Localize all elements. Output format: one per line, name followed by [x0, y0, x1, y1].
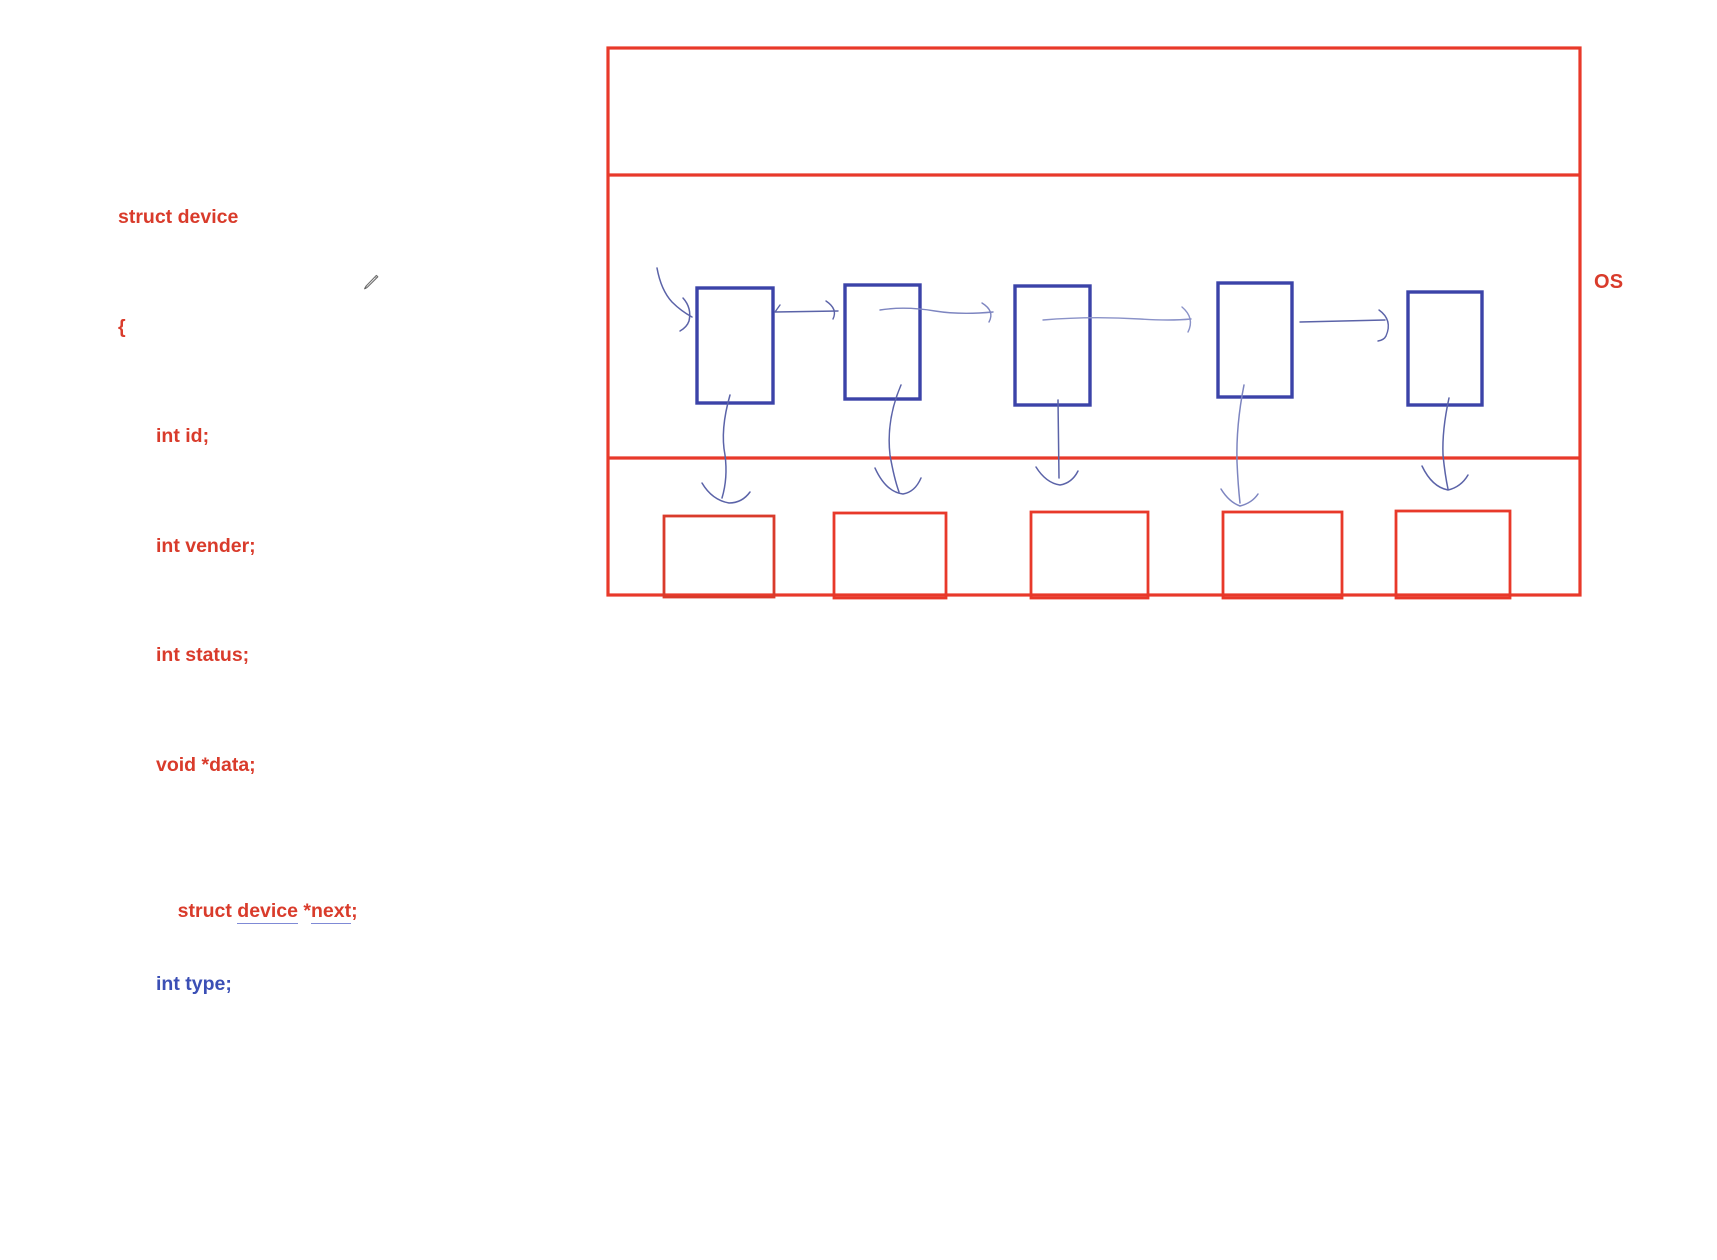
underlined-next: next: [311, 899, 352, 924]
hardware-device-box-3: [1029, 510, 1150, 600]
ptr-star: *: [298, 899, 312, 922]
code-line-void-data: void *data;: [156, 753, 256, 776]
kernel-device-node-3: [1013, 284, 1092, 407]
hardware-device-box-1: [662, 514, 776, 599]
pencil-icon: [359, 272, 381, 294]
code-line-open-brace: {: [118, 315, 126, 338]
code-line-int-vender: int vender;: [156, 534, 256, 557]
device-link-arrow-5: [1421, 397, 1469, 491]
kernel-device-node-5: [1406, 290, 1484, 407]
list-link-arrow-2: [879, 302, 994, 323]
kernel-device-node-1: [695, 286, 775, 405]
semicolon: ;: [351, 899, 358, 922]
kernel-device-node-2: [843, 283, 922, 401]
code-line-int-id: int id;: [156, 425, 210, 447]
hardware-device-box-2: [832, 511, 948, 600]
list-link-arrow-4: [1299, 309, 1389, 342]
device-link-arrow-1: [701, 394, 751, 504]
kw-struct: struct: [177, 899, 238, 922]
os-outer-frame: [606, 46, 1582, 597]
code-line-struct-device-next: struct device *next;: [118, 856, 518, 924]
os-label: OS: [1594, 271, 1624, 293]
hardware-device-box-4: [1221, 510, 1344, 600]
underlined-device: device: [237, 899, 298, 924]
list-head-arrow: [656, 267, 693, 332]
struct-device-code-listing: struct device { int id; int vender; int …: [118, 126, 518, 1260]
device-link-arrow-4: [1220, 384, 1259, 507]
code-line-int-status: int status;: [156, 644, 250, 666]
code-line-int-type: int type;: [156, 972, 232, 995]
code-line-struct-device: struct device: [118, 206, 239, 228]
code-line-blank-1: [118, 1075, 518, 1112]
code-line-blank-2: [118, 1185, 518, 1222]
device-link-arrow-3: [1035, 399, 1079, 486]
list-link-arrow-3: [1042, 306, 1192, 333]
hardware-device-box-5: [1394, 509, 1512, 600]
list-link-arrow-1: [774, 300, 839, 320]
kernel-device-node-4: [1216, 281, 1294, 399]
device-link-arrow-2: [874, 384, 922, 495]
